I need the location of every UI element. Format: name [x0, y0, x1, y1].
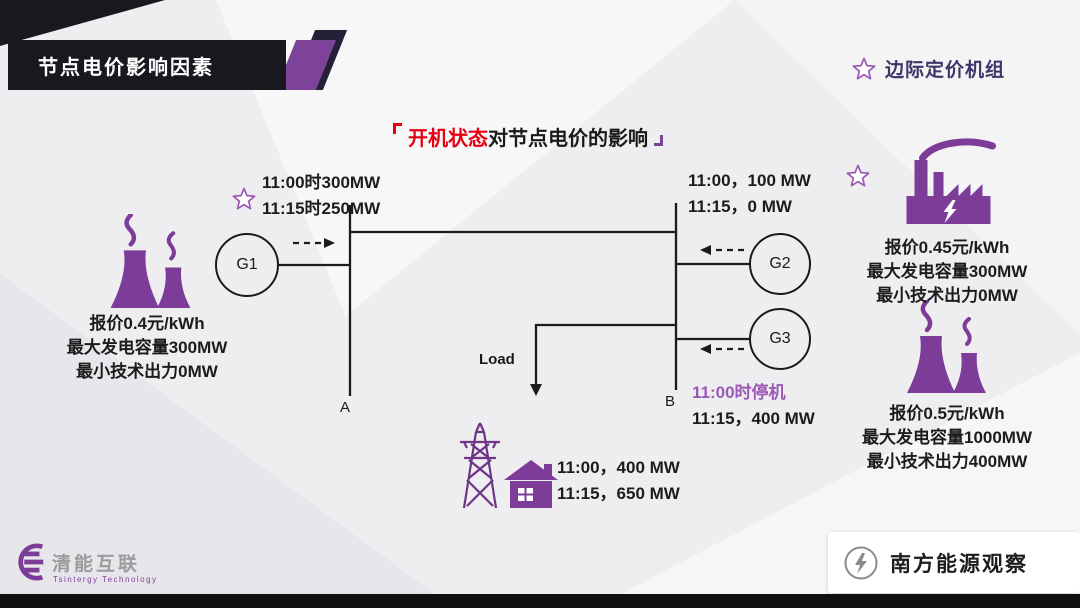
subtitle-rest: 对节点电价的影响 [488, 128, 648, 150]
plant-left-specs: 报价0.4元/kWh 最大发电容量300MW 最小技术出力0MW [27, 312, 267, 384]
generator-g1: G1 [215, 233, 279, 297]
cooling-tower-plant-icon [110, 214, 191, 308]
plant-top-right-specs: 报价0.45元/kWh 最大发电容量300MW 最小技术出力0MW [827, 236, 1067, 308]
spec-line: 最大发电容量300MW [866, 262, 1028, 281]
generator-g2: G2 [749, 233, 811, 295]
load-label: Load [479, 351, 515, 368]
logo-icon [18, 543, 44, 581]
spec-line: 报价0.4元/kWh [89, 314, 205, 333]
header-banner: 节点电价影响因素 [8, 40, 286, 90]
spec-line: 报价0.5元/kWh [889, 404, 1005, 423]
bracket-left-icon [393, 123, 402, 134]
load-schedule-line1: 11:00，400 MW [557, 458, 680, 477]
factory-plant-icon [906, 138, 996, 224]
spec-line: 最大发电容量300MW [66, 338, 228, 357]
watermark-box: 南方能源观察 [828, 532, 1080, 593]
logo-name: 清能互联 [52, 554, 141, 575]
load-schedule: 11:00，400 MW 11:15，650 MW [557, 455, 680, 507]
generator-g1-label: G1 [236, 256, 258, 273]
star-icon [232, 187, 256, 210]
g3-schedule: 11:00时停机 11:15，400 MW [692, 380, 815, 432]
transmission-load-icon [460, 422, 558, 509]
star-icon [852, 57, 876, 80]
g2-schedule: 11:00，100 MW 11:15，0 MW [688, 168, 811, 220]
legend-label: 边际定价机组 [885, 60, 1006, 81]
generator-g3: G3 [749, 308, 811, 370]
bracket-right-icon [654, 135, 663, 146]
bus-a-label: A [340, 399, 351, 416]
generator-g2-label: G2 [769, 255, 791, 272]
watermark-logo-icon [844, 546, 878, 579]
legend: 边际定价机组 [852, 55, 1005, 82]
cooling-tower-plant-icon [907, 300, 986, 393]
spec-line: 最小技术出力0MW [876, 286, 1018, 305]
spec-line: 最大发电容量1000MW [861, 428, 1033, 447]
plant-bottom-right-specs: 报价0.5元/kWh 最大发电容量1000MW 最小技术出力400MW [827, 402, 1067, 474]
g2-schedule-line1: 11:00，100 MW [688, 171, 811, 190]
load-schedule-line2: 11:15，650 MW [557, 484, 680, 503]
slide-subtitle: 开机状态 对节点电价的影响 [393, 122, 663, 151]
spec-line: 报价0.45元/kWh [884, 238, 1010, 257]
bottom-bar [0, 594, 1080, 608]
g1-schedule-line2: 11:15时250MW [262, 199, 381, 218]
bus-b-label: B [665, 393, 676, 410]
star-icon [846, 164, 870, 187]
g2-schedule-line2: 11:15，0 MW [688, 197, 792, 216]
subtitle-highlight: 开机状态 [408, 128, 488, 150]
g1-schedule-line1: 11:00时300MW [262, 173, 381, 192]
g3-schedule-line1: 11:00时停机 [692, 383, 786, 402]
spec-line: 最小技术出力400MW [866, 452, 1028, 471]
generator-g3-label: G3 [769, 330, 791, 347]
page-title: 节点电价影响因素 [38, 56, 214, 79]
logo-subtitle: Tsintergy Technology [53, 575, 158, 584]
spec-line: 最小技术出力0MW [76, 362, 218, 381]
watermark-text: 南方能源观察 [890, 552, 1028, 576]
g3-schedule-line2: 11:15，400 MW [692, 409, 815, 428]
g1-schedule: 11:00时300MW 11:15时250MW [262, 170, 380, 222]
